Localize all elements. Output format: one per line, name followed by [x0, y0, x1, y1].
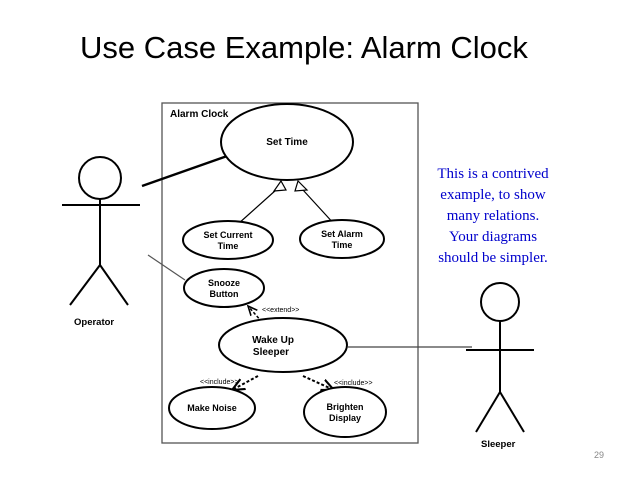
- use-case-set-current-time: Set Current Time: [182, 220, 274, 260]
- generalization-set-alarm: [294, 179, 337, 227]
- use-case-brighten-display: Brighten Display: [303, 386, 387, 438]
- svg-text:Button: Button: [210, 289, 239, 299]
- page-number: 29: [593, 450, 604, 460]
- extend-relation: [248, 306, 263, 323]
- use-case-set-alarm-time: Set Alarm Time: [299, 219, 385, 259]
- svg-text:Display: Display: [329, 413, 361, 423]
- use-case-wake-up-sleeper: Wake Up Sleeper: [218, 317, 348, 373]
- include-brighten-relation: [302, 375, 334, 390]
- note-text: This is a contrived example, to show man…: [418, 164, 568, 269]
- operator-set-time-association: [141, 153, 231, 188]
- generalization-set-current: [237, 179, 287, 225]
- note-line: This is a contrived: [437, 166, 549, 182]
- svg-text:Brighten: Brighten: [327, 402, 364, 412]
- note-line: Your diagrams: [448, 229, 538, 245]
- sleeper-actor: [466, 282, 534, 433]
- svg-text:Time: Time: [332, 240, 353, 250]
- svg-text:Time: Time: [218, 241, 239, 251]
- note-line: should be simpler.: [438, 250, 548, 266]
- include-left-label: <<include>>: [200, 379, 239, 386]
- svg-text:Sleeper: Sleeper: [253, 347, 289, 358]
- operator-actor: [62, 156, 140, 306]
- svg-text:Make Noise: Make Noise: [187, 403, 237, 413]
- operator-label: Operator: [74, 317, 114, 328]
- use-case-set-time: Set Time: [220, 103, 354, 181]
- slide-title: Use Case Example: Alarm Clock: [80, 30, 528, 65]
- note-line: example, to show: [440, 187, 546, 203]
- sleeper-label: Sleeper: [481, 439, 516, 450]
- svg-text:Set Alarm: Set Alarm: [321, 229, 363, 239]
- system-name: Alarm Clock: [170, 109, 229, 120]
- use-case-make-noise: Make Noise: [168, 386, 256, 430]
- svg-text:Wake Up: Wake Up: [252, 335, 294, 346]
- use-case-snooze-button: Snooze Button: [183, 268, 265, 308]
- extend-label: <<extend>>: [262, 307, 299, 314]
- operator-snooze-association: [147, 254, 186, 281]
- svg-text:Set Current: Set Current: [203, 230, 252, 240]
- svg-text:Snooze: Snooze: [208, 278, 240, 288]
- include-right-label: <<include>>: [334, 380, 373, 387]
- system-boundary: [161, 102, 419, 444]
- svg-text:Set Time: Set Time: [266, 137, 308, 148]
- note-line: many relations.: [446, 208, 540, 224]
